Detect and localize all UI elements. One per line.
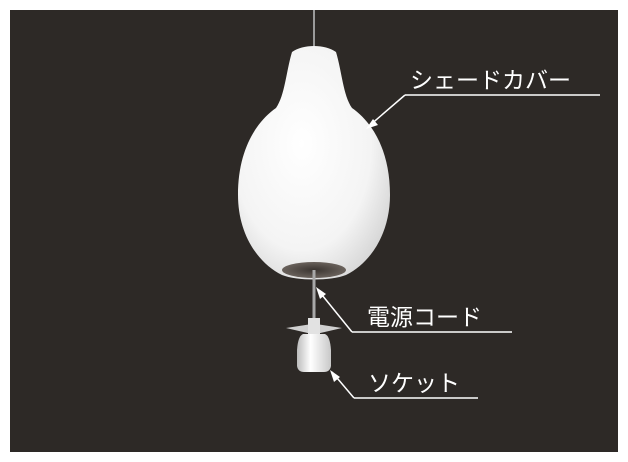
label-socket: ソケット	[368, 371, 460, 397]
callout-socket: ソケット	[330, 370, 478, 399]
shade-cover	[238, 46, 390, 280]
arrowhead-power-cord	[316, 287, 326, 299]
arrowhead-shade-cover	[366, 119, 378, 129]
arrowhead-socket	[330, 370, 340, 382]
leader-line-shade-cover	[368, 94, 406, 127]
callout-shade-cover: シェードカバー	[366, 68, 600, 129]
socket-clip	[286, 318, 342, 334]
socket	[297, 334, 331, 372]
label-shade-cover: シェードカバー	[410, 68, 571, 94]
callout-power-cord: 電源コード	[316, 287, 512, 333]
leader-line-power-cord	[317, 289, 353, 333]
label-power-cord: 電源コード	[367, 305, 482, 331]
